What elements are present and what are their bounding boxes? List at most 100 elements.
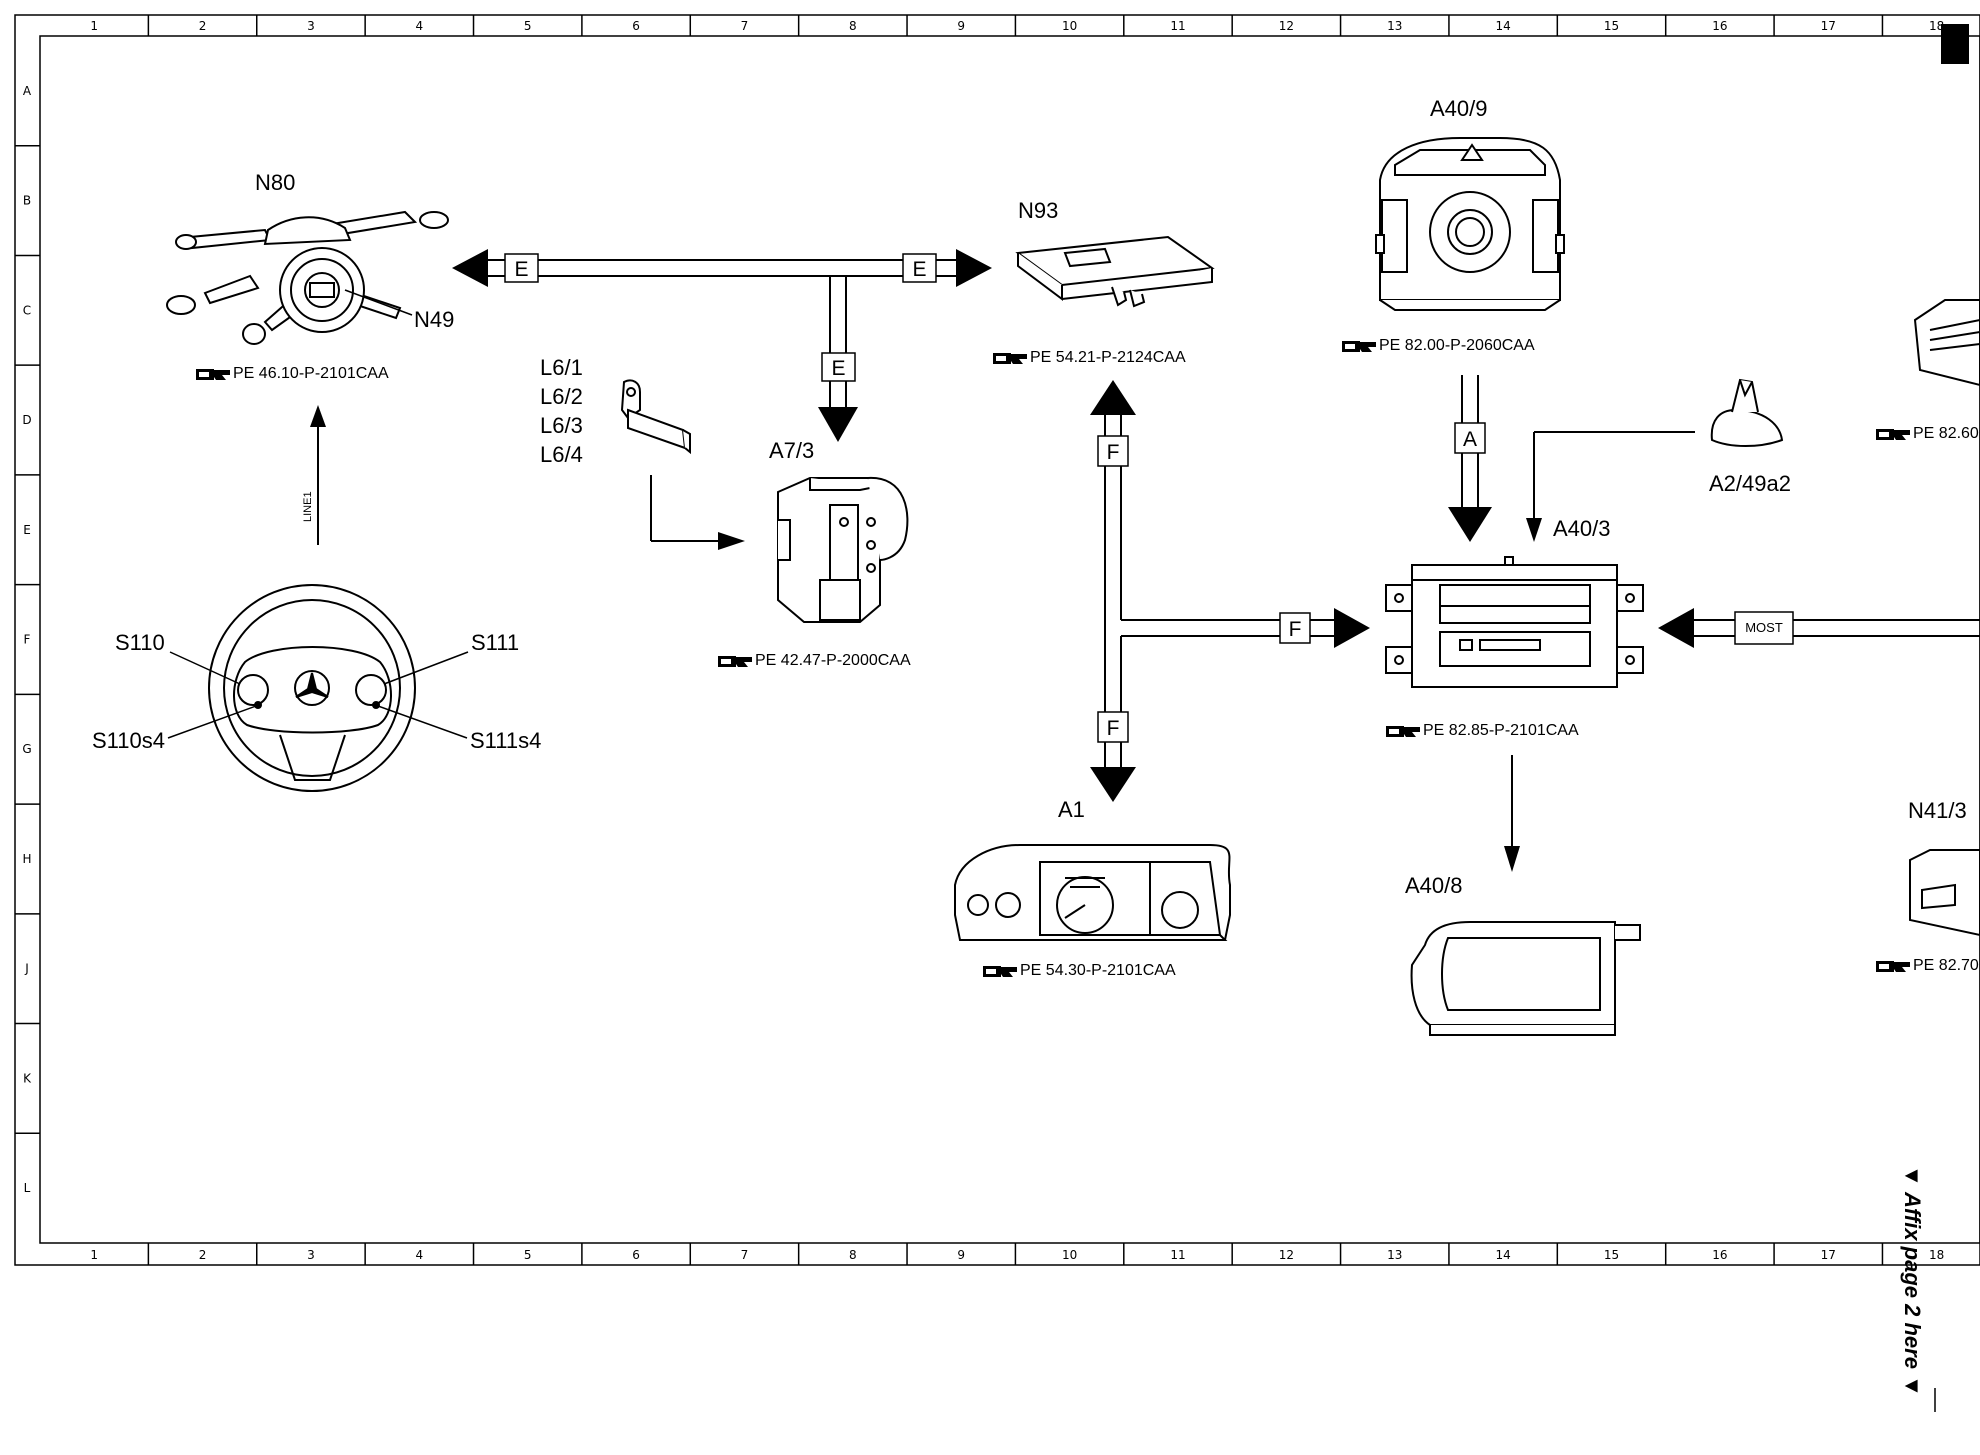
n93-gateway-module: [1015, 235, 1215, 308]
bus-f: [1104, 412, 1340, 770]
grid-column-label: 15: [1604, 19, 1619, 33]
grid-column-label: 14: [1495, 1248, 1510, 1262]
line1-arrowhead: [310, 405, 326, 427]
grid-row-label: E: [23, 523, 31, 537]
bus-e: [480, 259, 960, 410]
grid-row-label: A: [23, 84, 32, 98]
connector-a-label: A: [1463, 428, 1477, 451]
a40-9-reference: PE 82.00-P-2060CAA: [1379, 337, 1535, 354]
n49-label: N49: [414, 307, 454, 332]
steering-wheel: [208, 584, 416, 792]
reference-icon: [196, 369, 230, 380]
grid-row-label: K: [23, 1071, 32, 1085]
a40-9-control-panel: [1375, 137, 1565, 311]
a40-9-label: A40/9: [1430, 96, 1488, 121]
antenna-arrowhead: [1526, 518, 1542, 542]
s110s4-label: S110s4: [92, 728, 165, 753]
grid-row-label: H: [22, 852, 31, 866]
bus-most: [1690, 619, 1980, 637]
grid-column-label: 8: [849, 19, 857, 33]
reference-icon: [1342, 341, 1376, 352]
a40-3-reference: PE 82.85-P-2101CAA: [1423, 722, 1579, 739]
connector-f-label: F: [1107, 717, 1120, 740]
grid-row-label: F: [24, 633, 31, 647]
grid-column-label: 1: [90, 19, 98, 33]
reference-icon: [1876, 961, 1910, 972]
s111s4-leader: [377, 705, 468, 739]
a1-label: A1: [1058, 797, 1085, 822]
grid-column-label: 2: [199, 1248, 207, 1262]
grid-column-label: 4: [416, 19, 424, 33]
n93-label: N93: [1018, 198, 1058, 223]
bus-e-arrow-down: [818, 407, 858, 442]
grid-column-label: 3: [307, 19, 315, 33]
n49-leader: [344, 289, 413, 316]
l6-label: L6/3: [540, 413, 583, 438]
a1-instrument-cluster: [954, 844, 1231, 941]
connector-f-right: F: [1279, 612, 1311, 644]
sheet-frame: [14, 14, 1980, 1266]
right-reference-top: PE 82.60-: [1913, 425, 1980, 442]
connector-f-label: F: [1289, 618, 1302, 641]
grid-column-label: 4: [416, 1248, 424, 1262]
bus-f-arrow-right: [1334, 608, 1370, 648]
line1-label: LINE1: [302, 491, 314, 522]
grid-column-label: 7: [741, 1248, 749, 1262]
a40-3-comand-unit: [1385, 556, 1644, 688]
l6-arrowhead: [718, 532, 745, 550]
l6-label: L6/1: [540, 355, 583, 380]
connector-e-label: E: [912, 258, 926, 281]
a2-49a2-label: A2/49a2: [1709, 471, 1791, 496]
bus-a-arrowhead: [1448, 507, 1492, 542]
n80-reference: PE 46.10-P-2101CAA: [233, 365, 389, 382]
s111-label: S111: [471, 630, 519, 655]
bus-e-arrow-right: [956, 249, 992, 287]
corner-mark: [1941, 24, 1969, 64]
grid-column-label: 15: [1604, 1248, 1619, 1262]
grid-column-label: 12: [1279, 19, 1294, 33]
a2-49a2-antenna: [1710, 378, 1784, 447]
l6-rpm-sensor: [620, 379, 691, 455]
a40-8-display: [1410, 921, 1641, 1036]
grid-column-label: 18: [1929, 19, 1944, 33]
bus-f-arrow-up: [1090, 380, 1136, 415]
connector-most-label: MOST: [1745, 620, 1783, 635]
grid-row-label: C: [23, 303, 31, 317]
connector-e-right: E: [902, 253, 937, 283]
connector-a: A: [1454, 422, 1486, 454]
grid-row-label: G: [22, 742, 31, 756]
grid-column-label: 11: [1170, 19, 1185, 33]
affix-page-note: ▼ Affix page 2 here ▼: [1900, 1165, 1925, 1397]
n93-reference: PE 54.21-P-2124CAA: [1030, 349, 1186, 366]
n80-label: N80: [255, 170, 295, 195]
n80-steering-column-module: [166, 210, 449, 345]
l6-label: L6/4: [540, 442, 583, 467]
n41-3-unit-partial: [1909, 849, 1980, 937]
grid-column-label: 2: [199, 19, 207, 33]
grid-column-label: 14: [1495, 19, 1510, 33]
grid-column-label: 5: [524, 19, 532, 33]
grid-column-label: 16: [1712, 1248, 1727, 1262]
connector-f-upper: F: [1097, 435, 1129, 467]
grid-column-label: 13: [1387, 19, 1402, 33]
grid-column-label: 17: [1821, 1248, 1836, 1262]
reference-icon: [718, 656, 752, 667]
s110-label: S110: [115, 630, 165, 655]
bus-e-arrow-left: [452, 249, 488, 287]
grid-column-label: 3: [307, 1248, 315, 1262]
connector-e-label: E: [514, 258, 528, 281]
grid-row-label: B: [23, 194, 31, 208]
grid-column-label: 16: [1712, 19, 1727, 33]
a7-3-reference: PE 42.47-P-2000CAA: [755, 652, 911, 669]
a7-3-label: A7/3: [769, 438, 814, 463]
s110s4-leader: [167, 705, 257, 739]
bus-f-arrow-down: [1090, 767, 1136, 802]
grid-column-label: 17: [1821, 19, 1836, 33]
a40-8-arrowhead: [1504, 846, 1520, 872]
reference-icon: [983, 966, 1017, 977]
connector-e-left: E: [504, 253, 539, 283]
